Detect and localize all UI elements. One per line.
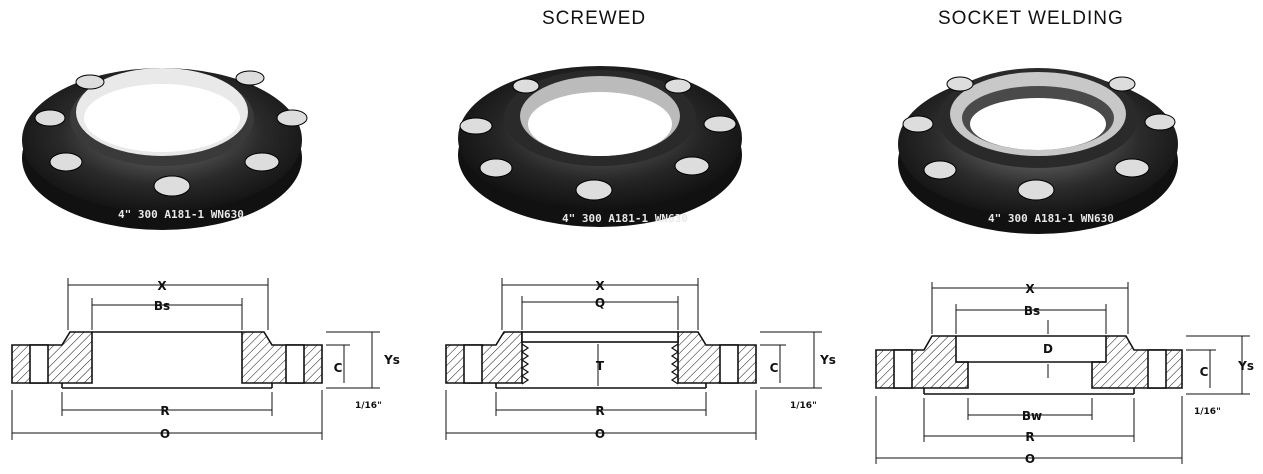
dim-d: D — [1043, 342, 1053, 356]
flange-photo: 4" 300 A181-1 WN630 — [458, 66, 742, 227]
dim-o: O — [1025, 452, 1035, 466]
dimension-labels: X Bs D Bw R O C Ys 1/16" — [1022, 282, 1254, 466]
dim-o: O — [160, 427, 170, 441]
dimension-labels: X Q T R O C Ys 1/16" — [595, 279, 836, 441]
dim-r: R — [160, 404, 169, 418]
dim-x: X — [1025, 282, 1035, 296]
panel-screwed: SCREWED 4" 300 A181-1 WN6 — [430, 0, 850, 470]
socket-welding-figure: 4" 300 A181-1 WN630 — [875, 68, 1254, 466]
panel-title-screwed: SCREWED — [542, 8, 647, 29]
dim-t: T — [596, 359, 605, 373]
dim-c: C — [1200, 365, 1209, 379]
dim-bs: Bs — [154, 299, 170, 313]
dim-raised-face: 1/16" — [355, 401, 382, 411]
section-drawing — [445, 278, 822, 440]
section-drawing — [11, 278, 380, 440]
flange-stamp: 4" 300 A181-1 WN630 — [118, 208, 244, 221]
slip-on-figure: 4" 300 A181-1 WN630 — [11, 68, 400, 441]
flange-photo: 4" 300 A181-1 WN630 — [898, 68, 1178, 234]
screwed-figure: 4" 300 A181-1 WN630 — [445, 66, 836, 441]
dim-c: C — [334, 361, 343, 375]
dim-x: X — [595, 279, 605, 293]
dim-ys: Ys — [819, 353, 836, 367]
panel-title-socket-welding: SOCKET WELDING — [938, 8, 1124, 29]
dim-ys: Ys — [1237, 359, 1254, 373]
dim-raised-face: 1/16" — [1194, 407, 1221, 417]
flange-photo: 4" 300 A181-1 WN630 — [22, 68, 308, 230]
dim-c: C — [770, 361, 779, 375]
panel-slip-on: 4" 300 A181-1 WN630 — [0, 0, 420, 470]
dim-r: R — [595, 404, 604, 418]
dim-bw: Bw — [1022, 409, 1042, 423]
section-drawing — [875, 282, 1250, 464]
dim-q: Q — [595, 296, 605, 310]
dim-o: O — [595, 427, 605, 441]
dimension-labels: X Bs R O C Ys 1/16" — [154, 279, 400, 441]
flange-stamp: 4" 300 A181-1 WN630 — [562, 212, 688, 225]
panel-socket-welding: SOCKET WELDING 4" 30 — [860, 0, 1263, 470]
dim-r: R — [1025, 430, 1034, 444]
dim-x: X — [157, 279, 167, 293]
flange-stamp: 4" 300 A181-1 WN630 — [988, 212, 1114, 225]
dim-raised-face: 1/16" — [790, 401, 817, 411]
dim-ys: Ys — [383, 353, 400, 367]
dim-bs: Bs — [1024, 304, 1040, 318]
